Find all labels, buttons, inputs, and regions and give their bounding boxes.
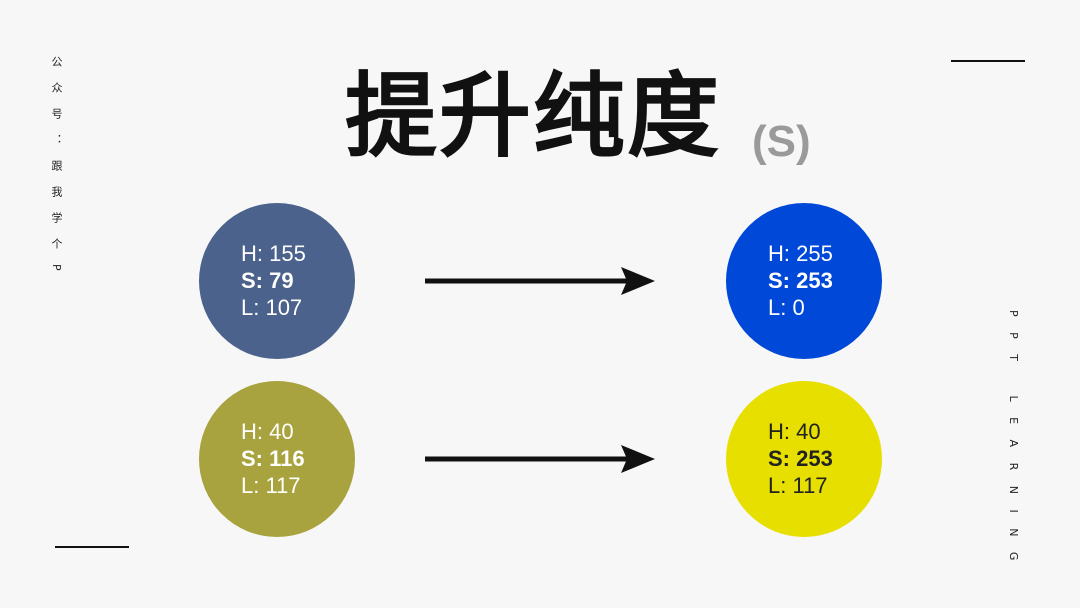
color-circle-olive-before: H: 40 S: 116 L: 117 — [199, 381, 355, 537]
color-circle-yellow-after: H: 40 S: 253 L: 117 — [726, 381, 882, 537]
hue-value: H: 40 — [241, 419, 294, 444]
hue-value: H: 155 — [241, 241, 306, 266]
lightness-value: L: 0 — [768, 295, 805, 320]
side-caption-right: PPT LEARNING — [1007, 310, 1020, 576]
hue-value: H: 40 — [768, 419, 821, 444]
decor-line-bottom — [55, 546, 129, 548]
slide-title-sub: (S) — [752, 117, 811, 166]
color-circle-blue-after: H: 255 S: 253 L: 0 — [726, 203, 882, 359]
arrow-right-icon — [425, 445, 655, 473]
lightness-value: L: 117 — [241, 473, 301, 498]
lightness-value: L: 117 — [768, 473, 828, 498]
side-caption-left: 公众号：跟我学个P — [50, 56, 63, 286]
slide-title: 提升纯度 — [345, 63, 722, 170]
saturation-value: S: 253 — [768, 446, 833, 471]
saturation-value: S: 79 — [241, 268, 294, 293]
arrow-right-icon — [425, 267, 655, 295]
hue-value: H: 255 — [768, 241, 833, 266]
lightness-value: L: 107 — [241, 295, 303, 320]
decor-line-top — [951, 60, 1025, 62]
saturation-value: S: 116 — [241, 446, 305, 471]
color-circle-blue-before: H: 155 S: 79 L: 107 — [199, 203, 355, 359]
saturation-value: S: 253 — [768, 268, 833, 293]
